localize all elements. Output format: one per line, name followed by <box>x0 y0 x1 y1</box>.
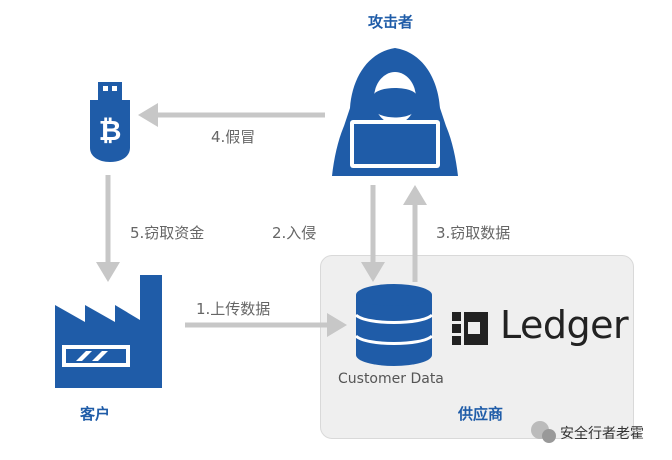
arrow-step2 <box>361 185 385 282</box>
wechat-icon <box>531 421 556 443</box>
customer-label: 客户 <box>80 405 111 423</box>
step4-label: 4.假冒 <box>211 128 256 146</box>
attacker-label: 攻击者 <box>368 13 414 31</box>
database-icon <box>354 284 434 366</box>
step2-label: 2.入侵 <box>272 224 317 242</box>
step3-label: 3.窃取数据 <box>436 224 511 242</box>
svg-text:₿: ₿ <box>99 114 122 147</box>
arrow-step1 <box>185 313 347 337</box>
step1-label: 1.上传数据 <box>196 300 271 318</box>
arrow-step3 <box>403 185 427 282</box>
customer-data-label: Customer Data <box>338 371 444 387</box>
bitcoin-usb-wallet-icon: ₿ <box>90 82 130 162</box>
arrow-step5 <box>96 175 120 282</box>
watermark-text: 安全行者老霍 <box>560 426 644 442</box>
step5-label: 5.窃取资金 <box>130 224 205 242</box>
arrow-step4 <box>138 103 325 127</box>
hooded-hacker-icon <box>332 48 458 176</box>
factory-icon <box>55 275 162 388</box>
supplier-label: 供应商 <box>458 405 504 423</box>
ledger-logo-icon <box>452 312 488 345</box>
ledger-logo-text: Ledger <box>500 303 629 347</box>
